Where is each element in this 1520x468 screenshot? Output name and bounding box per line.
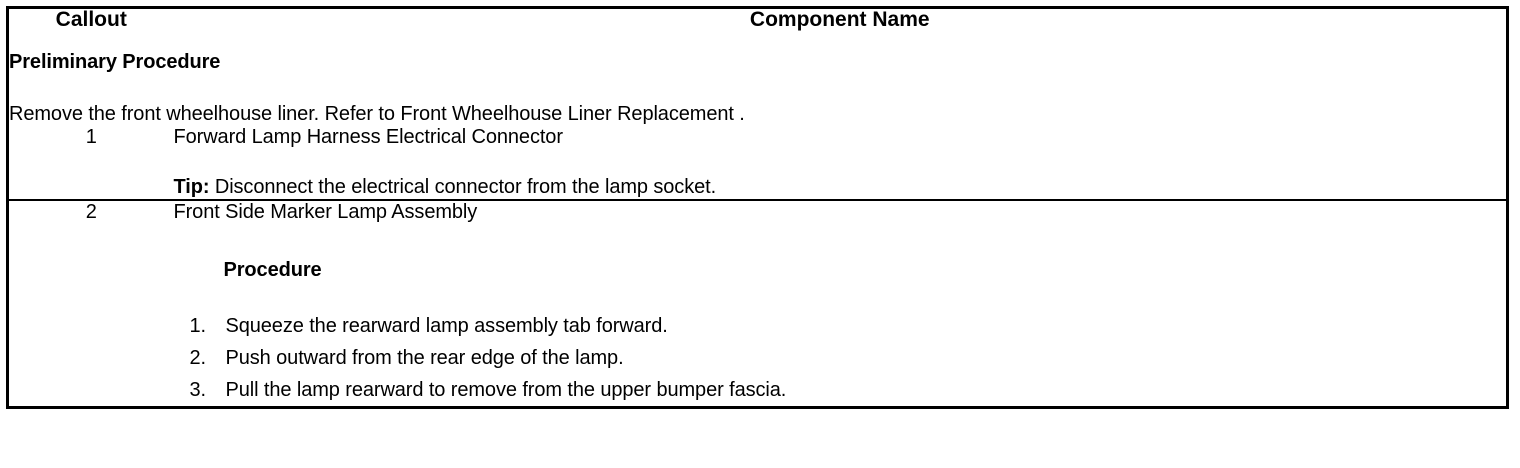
tip-text: Disconnect the electrical connector from…	[209, 175, 717, 198]
step-text: Push outward from the rear edge of the l…	[225, 346, 624, 369]
callout-number-1: 1	[7, 126, 174, 201]
procedure-step-list: 1. Squeeze the rearward lamp assembly ta…	[174, 310, 1507, 406]
service-procedure-table: Callout Component Name Preliminary Proce…	[6, 6, 1509, 409]
table-row: 2 Front Side Marker Lamp Assembly Proced…	[7, 199, 1508, 408]
callout-number-2: 2	[7, 199, 174, 408]
component-name-2: Front Side Marker Lamp Assembly	[173, 201, 478, 224]
table-row: 1 Forward Lamp Harness Electrical Connec…	[7, 126, 1508, 201]
component-cell-2: Front Side Marker Lamp Assembly Procedur…	[173, 199, 1508, 408]
preliminary-procedure-cell: Preliminary Procedure Remove the front w…	[7, 51, 1508, 127]
step-text: Pull the lamp rearward to remove from th…	[225, 378, 787, 401]
tip-label: Tip:	[173, 175, 210, 198]
preliminary-procedure-title: Preliminary Procedure	[9, 51, 221, 73]
step-text: Squeeze the rearward lamp assembly tab f…	[225, 314, 668, 337]
step-marker: 3.	[189, 378, 207, 401]
tip-line-1: Tip: Disconnect the electrical connector…	[174, 176, 1507, 200]
list-item: 3. Pull the lamp rearward to remove from…	[174, 374, 1507, 406]
step-marker: 2.	[189, 346, 207, 369]
list-item: 1. Squeeze the rearward lamp assembly ta…	[174, 310, 1507, 342]
component-name-1: Forward Lamp Harness Electrical Connecto…	[173, 126, 563, 149]
table-header-row: Callout Component Name	[7, 7, 1508, 51]
preliminary-procedure-row: Preliminary Procedure Remove the front w…	[7, 51, 1508, 127]
column-header-callout: Callout	[7, 7, 174, 51]
column-header-component-name: Component Name	[173, 7, 1508, 51]
procedure-sub-heading: Procedure	[223, 258, 322, 281]
step-marker: 1.	[189, 314, 207, 337]
preliminary-procedure-body: Remove the front wheelhouse liner. Refer…	[9, 102, 745, 125]
list-item: 2. Push outward from the rear edge of th…	[174, 342, 1507, 374]
component-cell-1: Forward Lamp Harness Electrical Connecto…	[173, 126, 1508, 201]
